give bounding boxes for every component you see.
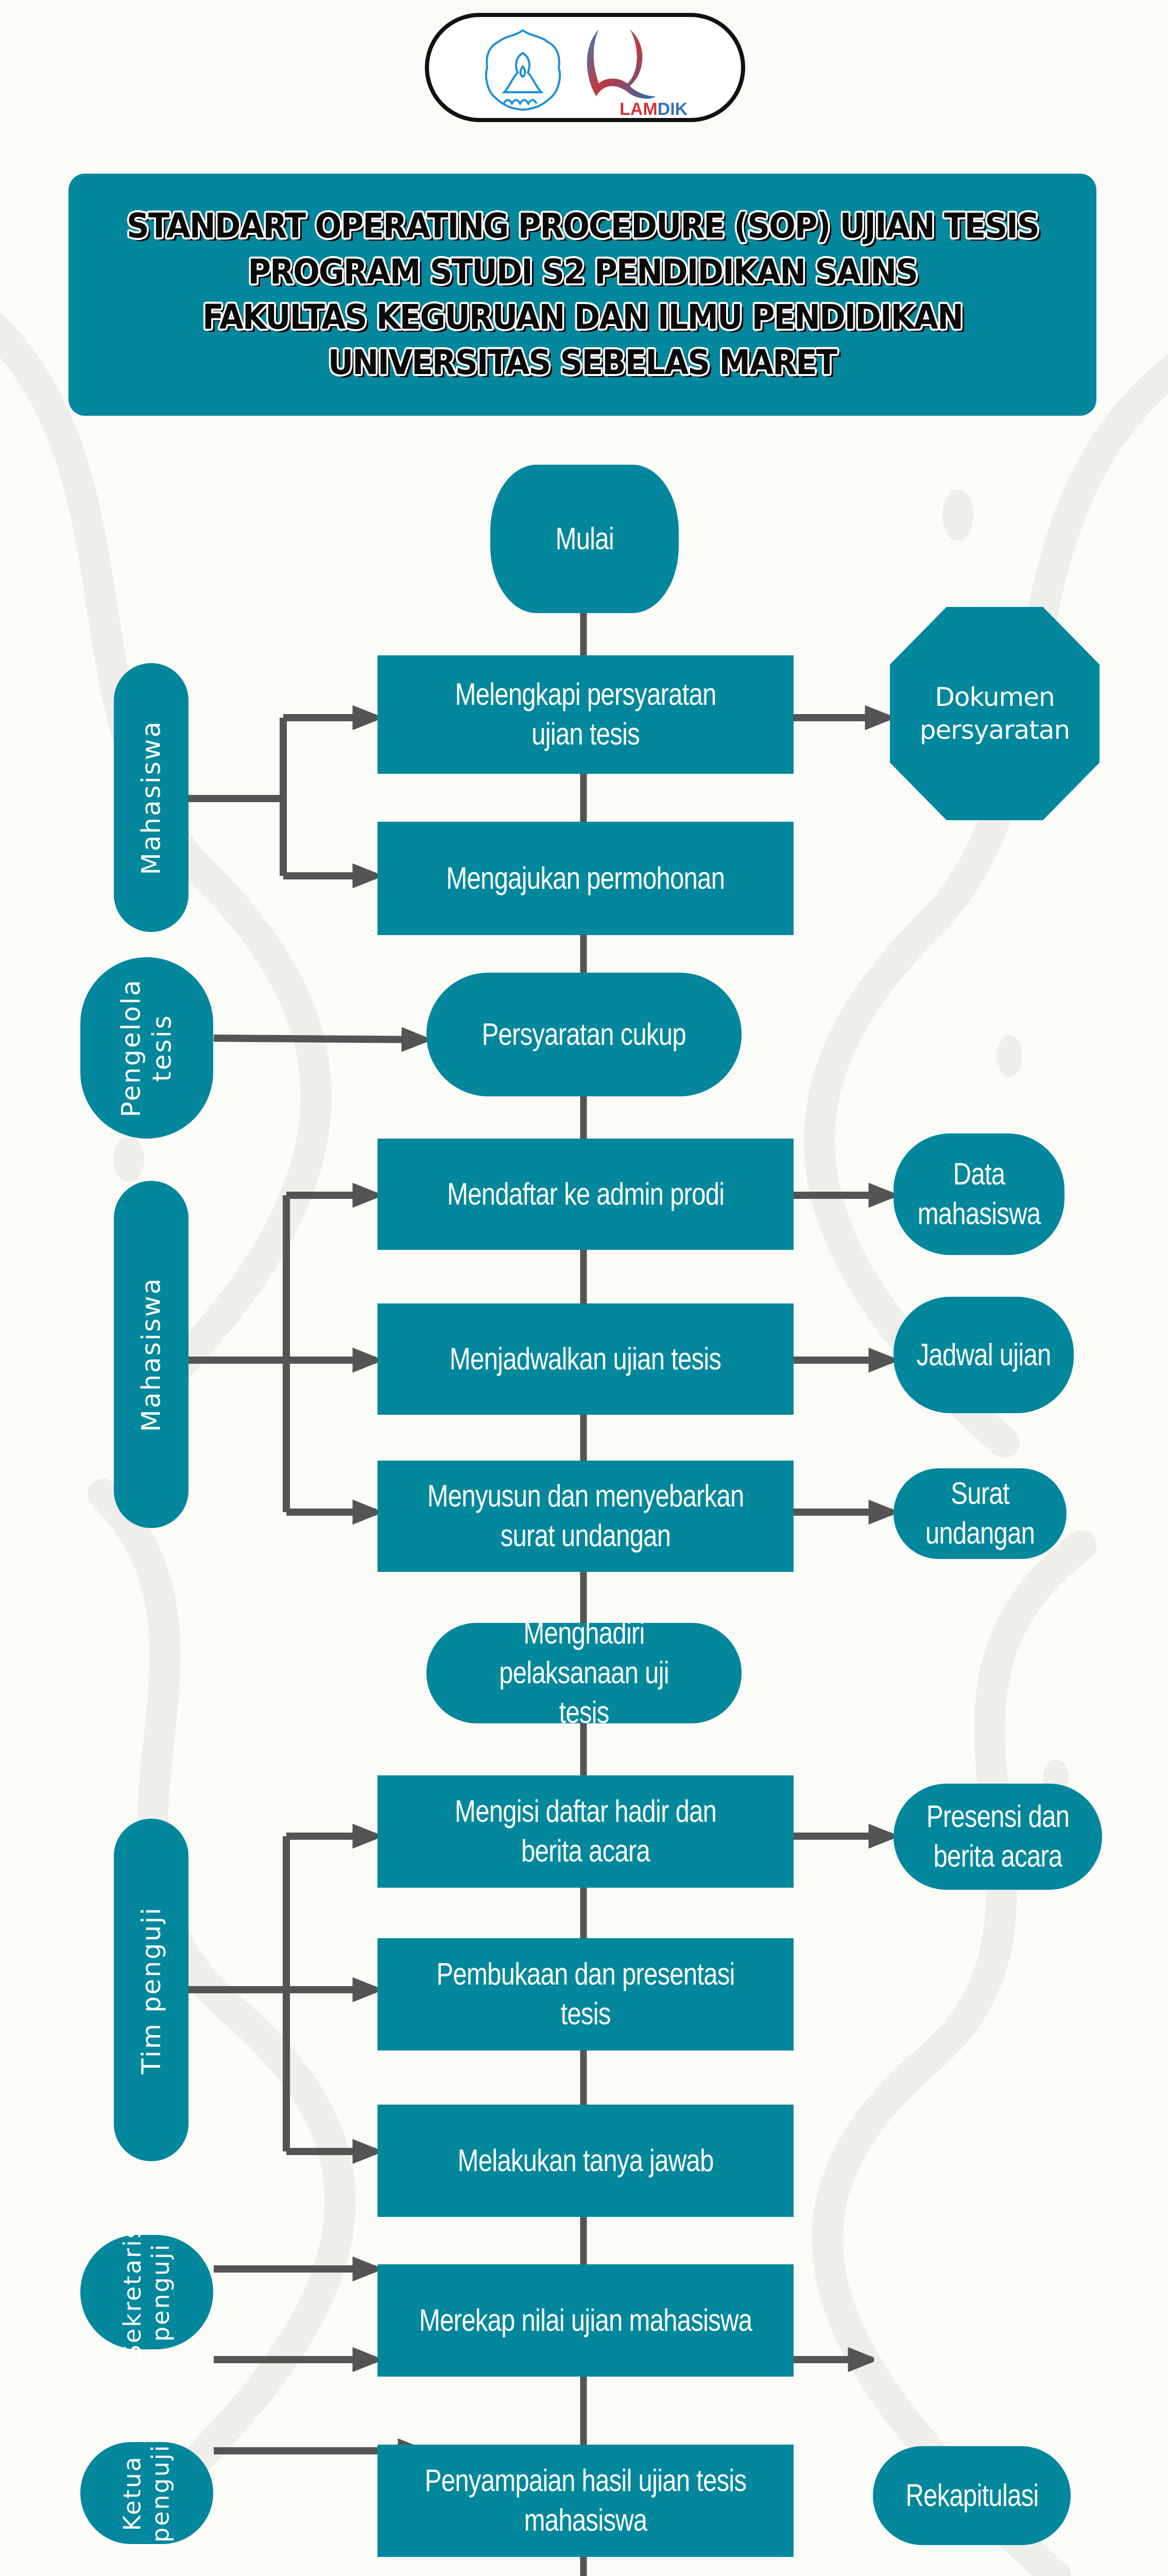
output-rekapitulasi: Rekapitulasi [873, 2446, 1071, 2545]
role-tim-penguji: Tim penguji [114, 1819, 188, 2161]
output-presensi: Presensi dan berita acara [894, 1784, 1102, 1890]
title-line-3: FAKULTAS KEGURUAN DAN ILMU PENDIDIKAN [202, 297, 964, 337]
step-melengkapi: Melengkapi persyaratan ujian tesis [377, 655, 794, 774]
lamdik-q-icon [587, 29, 656, 99]
step-menghadiri: Menghadiri pelaksanaan uji tesis [426, 1616, 742, 1730]
step-penyampaian: Penyampaian hasil ujian tesis mahasiswa [377, 2445, 794, 2557]
step-menjadwalkan: Menjadwalkan ujian tesis [377, 1303, 794, 1415]
title-line-2: PROGRAM STUDI S2 PENDIDIKAN SAINS [248, 251, 918, 292]
role-mahasiswa-2: Mahasiswa [114, 1181, 188, 1528]
output-jadwal-ujian: Jadwal ujian [894, 1297, 1074, 1413]
step-mendaftar: Mendaftar ke admin prodi [377, 1139, 794, 1250]
lamdik-wordmark: LAMDIK [620, 99, 688, 119]
start-node: Mulai [490, 465, 679, 613]
output-data-mahasiswa: Data mahasiswa [894, 1133, 1064, 1255]
title-line-4: UNIVERSITAS SEBELAS MARET [328, 343, 837, 383]
step-merekap: Merekap nilai ujian mahasiswa [377, 2264, 794, 2377]
role-mahasiswa-1: Mahasiswa [114, 663, 188, 932]
step-mengisi: Mengisi daftar hadir dan berita acara [377, 1775, 794, 1888]
step-persyaratan-cukup: Persyaratan cukup [426, 973, 742, 1096]
step-tanya-jawab: Melakukan tanya jawab [377, 2105, 794, 2217]
title-line-1: STANDART OPERATING PROCEDURE (SOP) UJIAN… [126, 206, 1040, 246]
step-mengajukan: Mengajukan permohonan [377, 822, 794, 935]
title-banner: STANDART OPERATING PROCEDURE (SOP) UJIAN… [68, 174, 1096, 416]
arrow-to-persyaratan-cukup [213, 1038, 425, 1040]
output-dokumen-persyaratan: Dokumen persyaratan [890, 607, 1100, 820]
step-menyusun: Menyusun dan menyebarkan surat undangan [377, 1461, 794, 1572]
output-surat-undangan: Surat undangan [894, 1468, 1067, 1559]
logo-banner: LAMDIK [425, 13, 745, 122]
step-pembukaan: Pembukaan dan presentasi tesis [377, 1938, 794, 2050]
uns-emblem-icon [485, 29, 561, 111]
